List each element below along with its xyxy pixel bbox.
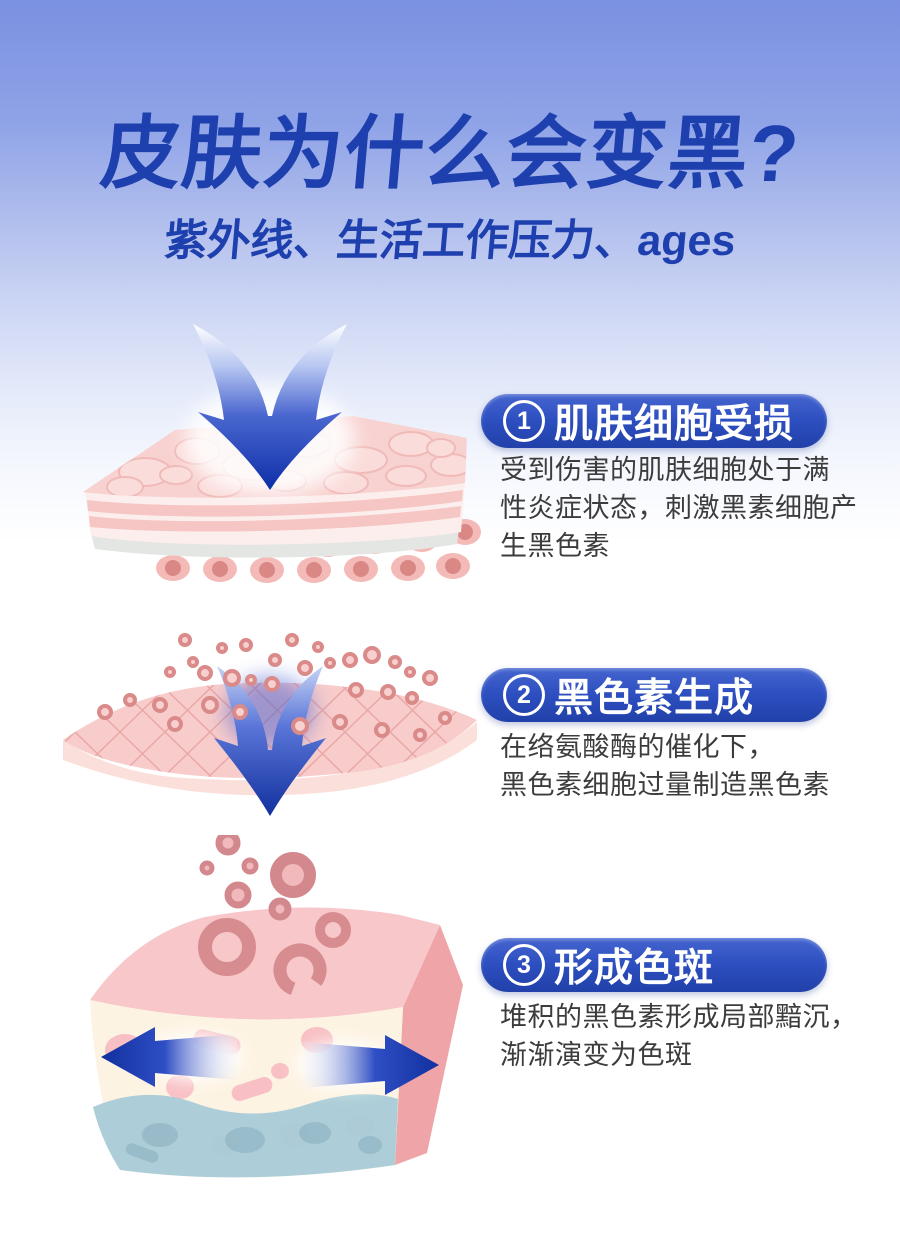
section-2-number-icon: 2 bbox=[503, 674, 545, 716]
section-1-badge: 1 肌肤细胞受损 bbox=[481, 394, 827, 448]
melanin-granules bbox=[97, 633, 452, 742]
section-3-description: 堆积的黑色素形成局部黯沉， 渐渐演变为色斑 bbox=[500, 998, 860, 1074]
section-2-description: 在络氨酸酶的催化下， 黑色素细胞过量制造黑色素 bbox=[500, 728, 860, 804]
top-face-pigment-rings bbox=[198, 912, 351, 997]
floating-melanin-rings bbox=[199, 835, 316, 921]
section-1-description: 受到伤害的肌肤细胞处于满 性炎症状态，刺激黑素细胞产 生黑色素 bbox=[500, 451, 860, 565]
section-2-description-line: 在络氨酸酶的催化下， bbox=[500, 732, 775, 762]
melanin-mesh-graphic bbox=[63, 633, 477, 816]
poster-title: 皮肤为什么会变黑? bbox=[97, 109, 803, 198]
section-1-description-line: 性炎症状态，刺激黑素细胞产 bbox=[500, 493, 858, 523]
section-1-number-icon: 1 bbox=[503, 400, 545, 442]
section-1-heading: 肌肤细胞受损 bbox=[554, 403, 795, 446]
illustration-uv-arrow-skin-layer bbox=[55, 320, 485, 595]
section-3-description-line: 堆积的黑色素形成局部黯沉， bbox=[500, 1002, 858, 1032]
down-arrow-icon bbox=[214, 666, 326, 816]
section-1-description-line: 受到伤害的肌肤细胞处于满 bbox=[500, 455, 830, 485]
section-3-number-icon: 3 bbox=[503, 944, 545, 986]
section-3-badge: 3 形成色斑 bbox=[481, 938, 827, 992]
right-arrow-icon bbox=[303, 1035, 439, 1095]
illustration-melanin-generation bbox=[55, 612, 485, 847]
poster-subtitle: 紫外线、生活工作压力、ages bbox=[162, 217, 738, 265]
section-3-heading: 形成色斑 bbox=[554, 947, 715, 990]
skin-layer-graphic bbox=[83, 324, 481, 583]
skin-slab-graphic bbox=[83, 416, 467, 558]
left-arrow-icon bbox=[101, 1027, 237, 1087]
section-1-description-line: 生黑色素 bbox=[500, 531, 610, 561]
skin-block-graphic bbox=[90, 835, 463, 1178]
section-3-description-line: 渐渐演变为色斑 bbox=[500, 1040, 693, 1070]
down-arrow-icon bbox=[193, 324, 347, 490]
section-2-badge: 2 黑色素生成 bbox=[481, 668, 827, 722]
section-2-description-line: 黑色素细胞过量制造黑色素 bbox=[500, 770, 830, 800]
illustration-pigment-spot-block bbox=[65, 835, 475, 1185]
section-2-heading: 黑色素生成 bbox=[554, 677, 755, 720]
dermis-blue-layer bbox=[93, 1094, 398, 1178]
